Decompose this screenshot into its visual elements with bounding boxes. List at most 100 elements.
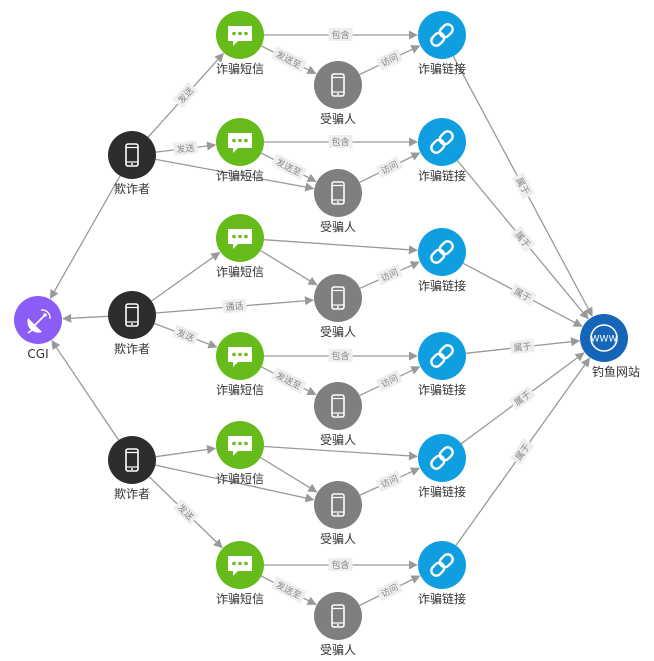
edge-label-send_to: 发送至 <box>271 576 307 604</box>
www-globe-icon: WWW <box>590 324 618 352</box>
node-sms-s4[interactable]: 诈骗短信 <box>216 332 264 397</box>
edge-label-belongs: 属于 <box>509 385 536 410</box>
node-label: 欺诈者 <box>114 487 150 501</box>
edge-label-visit: 访问 <box>376 264 403 286</box>
edge-label-background <box>375 49 403 71</box>
node-victim-v3[interactable]: 受骗人 <box>314 274 362 339</box>
edge-label-background <box>510 438 535 465</box>
node-label: 诈骗短信 <box>216 264 264 279</box>
node-victim-v4[interactable]: 受骗人 <box>314 382 362 447</box>
node-link-l1[interactable]: 诈骗链接 <box>418 11 466 76</box>
edge-labels-layer: 发送发送通话发送发送包含发送至包含发送至包含发送至包含发送至访问访问访问访问访问… <box>172 28 537 604</box>
edge-label-background <box>173 499 199 525</box>
chat-bubble-icon <box>228 229 252 249</box>
chat-bubble-icon <box>228 556 252 576</box>
nodes-layer: CGI欺诈者欺诈者欺诈者诈骗短信诈骗短信诈骗短信诈骗短信诈骗短信诈骗短信受骗人受… <box>14 11 640 657</box>
node-label: 受骗人 <box>320 219 356 234</box>
edge-label-text: 包含 <box>331 559 349 571</box>
node-sms-s5[interactable]: 诈骗短信 <box>216 421 264 486</box>
edge-label-text: 发送至 <box>274 369 304 392</box>
edge-label-contains: 包含 <box>328 558 353 571</box>
edge-f2-cgi <box>62 313 109 323</box>
node-circle <box>108 291 156 339</box>
edge-label-background <box>510 226 536 253</box>
edge-label-belongs: 属于 <box>509 338 535 355</box>
node-fraudster-f3[interactable]: 欺诈者 <box>108 436 156 501</box>
chain-link-icon <box>430 553 454 577</box>
edge-label-text: 包含 <box>331 29 349 41</box>
node-sms-s1[interactable]: 诈骗短信 <box>216 11 264 76</box>
smartphone-icon <box>331 394 345 418</box>
edge-label-belongs: 属于 <box>510 438 535 465</box>
edge-f2-s3 <box>151 251 221 302</box>
smartphone-icon <box>125 448 139 472</box>
edge-label-visit: 访问 <box>376 156 403 179</box>
node-circle <box>314 481 362 529</box>
chain-link-icon <box>430 344 454 368</box>
edge-s3-v3 <box>260 249 318 286</box>
node-circle <box>314 61 362 109</box>
edge-label-background <box>222 298 247 314</box>
node-label: 受骗人 <box>320 111 356 126</box>
node-fraudster-f1[interactable]: 欺诈者 <box>108 131 156 196</box>
node-label: 诈骗链接 <box>418 168 466 183</box>
edge-label-text: 包含 <box>331 136 349 148</box>
node-victim-v6[interactable]: 受骗人 <box>314 592 362 657</box>
edge-label-background <box>376 579 403 602</box>
node-circle <box>108 436 156 484</box>
node-sms-s3[interactable]: 诈骗短信 <box>216 214 264 279</box>
node-label: 诈骗链接 <box>418 484 466 499</box>
node-circle <box>314 169 362 217</box>
edge-label-background <box>172 324 199 345</box>
node-label: 受骗人 <box>320 642 356 657</box>
smartphone-icon <box>331 73 345 97</box>
edge-label-background <box>509 385 536 410</box>
chat-bubble-icon <box>228 26 252 46</box>
node-label: 欺诈者 <box>114 342 150 356</box>
node-cgi-cgi[interactable]: CGI <box>14 296 62 361</box>
node-label: CGI <box>27 347 48 361</box>
node-victim-v5[interactable]: 受骗人 <box>314 481 362 546</box>
edge-label-background <box>328 28 353 41</box>
node-victim-v1[interactable]: 受骗人 <box>314 61 362 126</box>
node-link-l4[interactable]: 诈骗链接 <box>418 332 466 397</box>
node-fraudster-f2[interactable]: 欺诈者 <box>108 291 156 356</box>
node-label: 诈骗链接 <box>418 61 466 76</box>
edge-label-text: 发送至 <box>274 579 304 602</box>
edge-label-text: 通话 <box>225 300 244 313</box>
edge-label-background <box>376 470 403 492</box>
edge-label-belongs: 属于 <box>512 172 535 200</box>
edge-label-text: 发送至 <box>274 48 304 71</box>
edge-label-background <box>172 140 199 156</box>
node-sms-s6[interactable]: 诈骗短信 <box>216 541 264 606</box>
chain-link-icon <box>430 130 454 154</box>
node-link-l2[interactable]: 诈骗链接 <box>418 118 466 183</box>
edge-label-background <box>271 576 307 604</box>
edge-label-background <box>512 172 535 200</box>
edge-label-call: 通话 <box>222 298 247 314</box>
edge-label-background <box>271 153 307 181</box>
node-sms-s2[interactable]: 诈骗短信 <box>216 118 264 183</box>
smartphone-icon <box>331 181 345 205</box>
node-link-l5[interactable]: 诈骗链接 <box>418 434 466 499</box>
node-label: 诈骗短信 <box>216 382 264 397</box>
node-link-l3[interactable]: 诈骗链接 <box>418 228 466 293</box>
chat-bubble-icon <box>228 133 252 153</box>
node-label: 诈骗链接 <box>418 382 466 397</box>
edge-label-send_to: 发送至 <box>271 153 307 181</box>
edge-label-background <box>376 264 403 286</box>
node-victim-v2[interactable]: 受骗人 <box>314 169 362 234</box>
node-link-l6[interactable]: 诈骗链接 <box>418 541 466 606</box>
edge-label-background <box>271 46 307 73</box>
edge-f3-s5 <box>155 445 217 458</box>
edge-label-send_to: 发送至 <box>271 367 307 394</box>
chain-link-icon <box>430 446 454 470</box>
node-circle <box>314 592 362 640</box>
satellite-dish-icon <box>27 309 51 334</box>
edge-f3-v5 <box>155 464 315 503</box>
chain-link-icon <box>430 240 454 264</box>
smartphone-icon <box>331 286 345 310</box>
edge-label-belongs: 属于 <box>509 283 537 306</box>
